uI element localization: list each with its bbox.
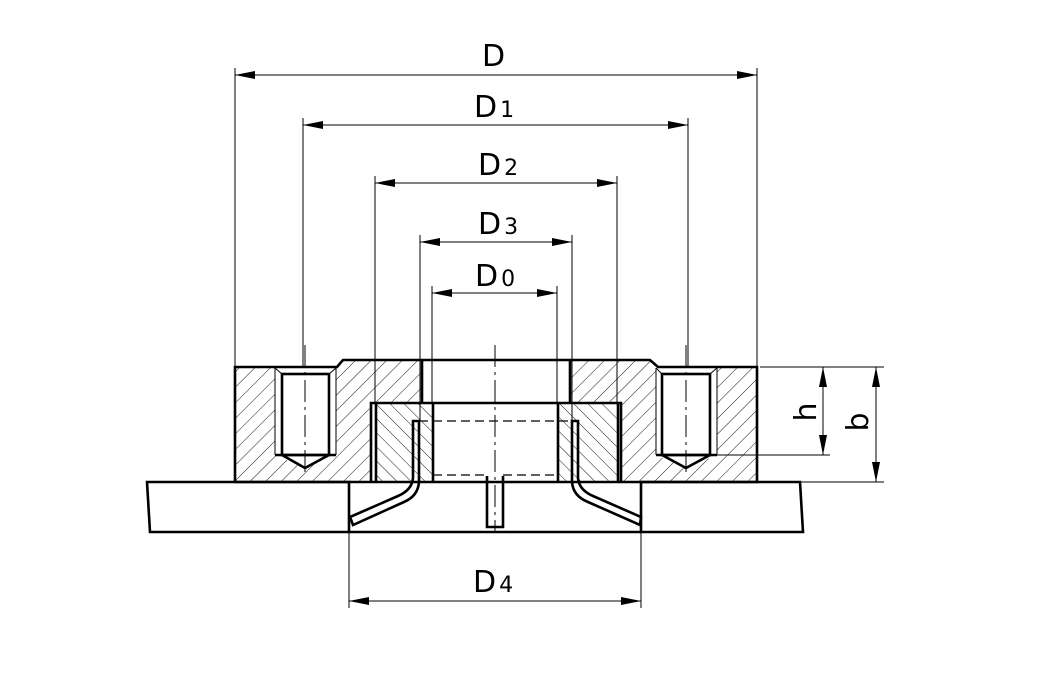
dim-b-label: b (841, 412, 876, 431)
dim-D-label: D (482, 39, 505, 74)
dim-h-label: h (789, 402, 824, 421)
center-pin (485, 345, 505, 532)
flange-body (233, 358, 759, 484)
extension-lines (234, 68, 884, 608)
threaded-hole-left (274, 345, 337, 475)
dimension-lines (235, 71, 880, 605)
base-plate (145, 480, 805, 534)
spring-clip-left (348, 419, 421, 527)
threaded-hole-right (655, 345, 718, 475)
insert-bushing (374, 404, 620, 482)
